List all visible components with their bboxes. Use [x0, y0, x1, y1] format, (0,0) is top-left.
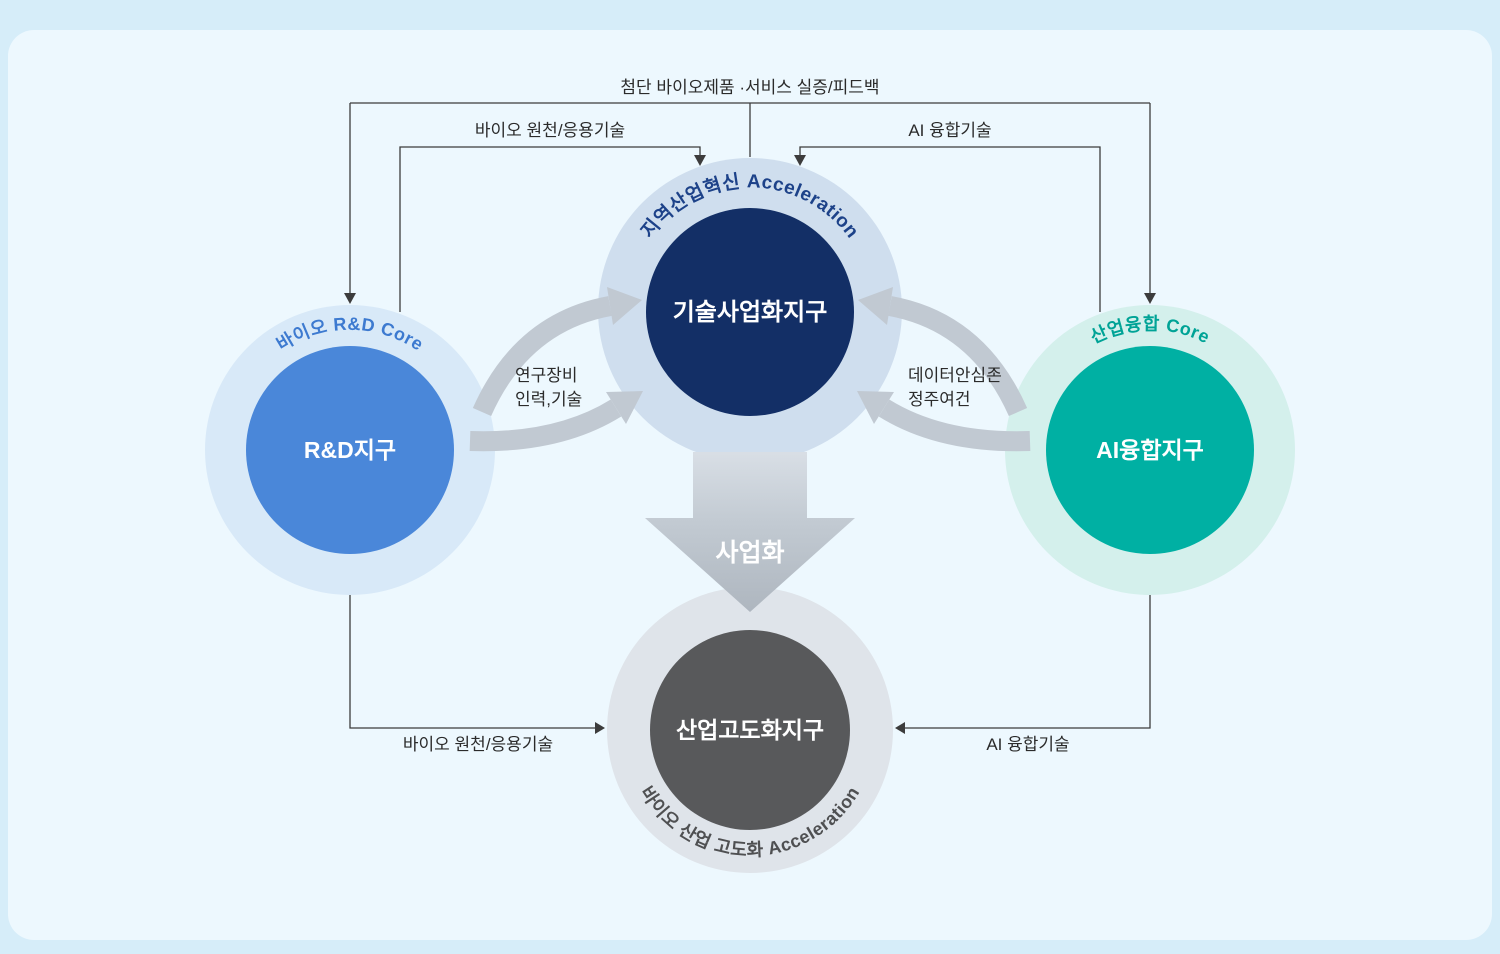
ai-to-tech-upper-arrow [888, 296, 1028, 417]
ai-tech-top-line [799, 146, 1101, 312]
ai-tech-top-arrowhead [794, 155, 806, 166]
rnd-support-label-line1: 연구장비 [515, 366, 578, 385]
industry-node-label: 산업고도화지구 [676, 717, 824, 743]
rnd-support-label-line2: 인력,기술 [515, 390, 582, 409]
ai-to-tech-lower-arrow [878, 399, 1031, 452]
ai-to-tech-lower-arrowhead [857, 391, 894, 424]
bio-tech-top-line [399, 146, 701, 312]
ai-support-label-line2: 정주여건 [908, 390, 971, 409]
ai-tech-top-label: AI 융합기술 [908, 121, 991, 140]
tech-node-label: 기술사업화지구 [673, 299, 828, 326]
tech-node-circle [646, 208, 854, 416]
ai-tech-bottom-arrowhead [895, 722, 905, 734]
ai-support-label-line1: 데이터안심존 [908, 366, 1002, 385]
ai-tech-bottom-line [905, 595, 1151, 729]
bio-tech-bottom-line [349, 595, 595, 729]
ai-tech-bottom-label: AI 융합기술 [986, 735, 1069, 754]
rnd-node-circle [246, 346, 454, 554]
commercialization-arrow [645, 452, 855, 612]
bio-tech-top-label: 바이오 원천/응용기술 [475, 121, 625, 140]
commercialization-label: 사업화 [715, 539, 784, 567]
industry-node-circle [650, 630, 850, 830]
ai-node-circle [1046, 346, 1254, 554]
feedback-left-arrowhead [344, 293, 356, 304]
rnd-node-label: R&D지구 [304, 437, 396, 463]
rnd-to-tech-lower-arrowhead [606, 391, 643, 424]
feedback-flow-label: 첨단 바이오제품 ·서비스 실증/피드백 [620, 78, 879, 97]
bio-tech-top-arrowhead [694, 155, 706, 166]
rnd-to-tech-upper-arrow [472, 296, 612, 417]
feedback-right-arrowhead [1144, 293, 1156, 304]
bio-tech-bottom-arrowhead [595, 722, 605, 734]
ai-node-label: AI융합지구 [1096, 437, 1204, 463]
rnd-to-tech-lower-arrow [469, 399, 622, 452]
ai-to-tech-upper-arrowhead [858, 287, 893, 325]
rnd-to-tech-upper-arrowhead [607, 287, 642, 325]
bio-tech-bottom-label: 바이오 원천/응용기술 [403, 735, 553, 754]
